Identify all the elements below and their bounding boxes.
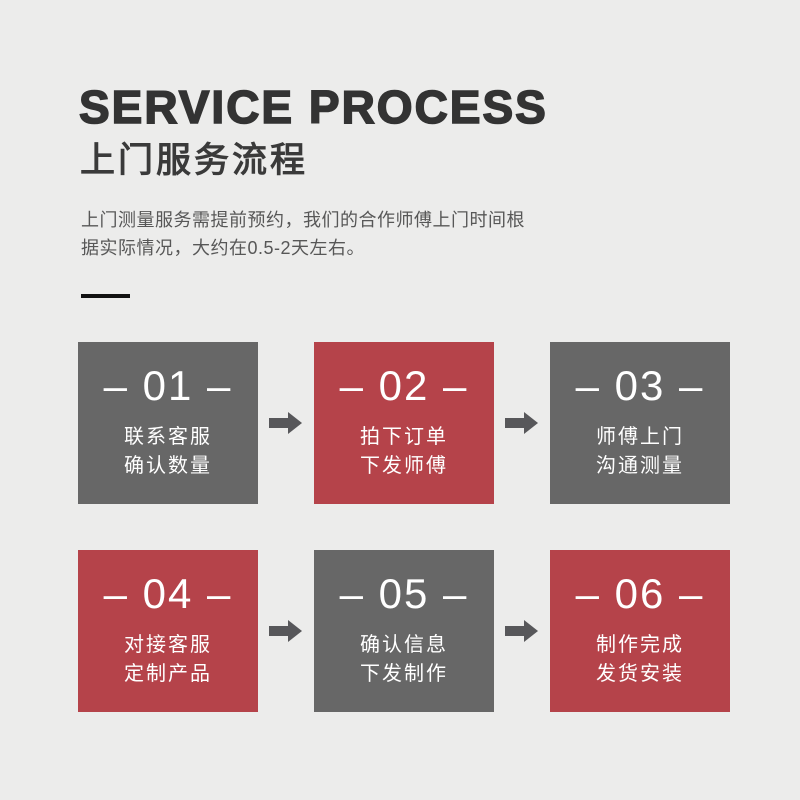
step-line: 联系客服	[124, 426, 212, 448]
step-box-06: – 06 – 制作完成 发货安装	[550, 550, 730, 712]
step-box-03: – 03 – 师傅上门 沟通测量	[550, 342, 730, 504]
arrow-right-icon	[269, 412, 302, 434]
step-line: 下发师傅	[360, 455, 448, 477]
description-text: 上门测量服务需提前预约，我们的合作师傅上门时间根 据实际情况，大约在0.5-2天…	[81, 206, 525, 262]
arrow-right-icon	[269, 620, 302, 642]
description-line: 据实际情况，大约在0.5-2天左右。	[81, 238, 366, 258]
description-line: 上门测量服务需提前预约，我们的合作师傅上门时间根	[81, 210, 525, 230]
arrow-cell	[258, 619, 314, 643]
step-box-05: – 05 – 确认信息 下发制作	[314, 550, 494, 712]
step-number: – 01 –	[103, 362, 233, 409]
step-box-01: – 01 – 联系客服 确认数量	[78, 342, 258, 504]
step-line: 沟通测量	[596, 455, 684, 477]
step-box-02: – 02 – 拍下订单 下发师傅	[314, 342, 494, 504]
step-number: – 02 –	[339, 362, 469, 409]
flow-row-bottom: – 04 – 对接客服 定制产品 – 05 – 确认信息 下发制作	[78, 550, 730, 712]
process-flow: – 01 – 联系客服 确认数量 – 02 – 拍下订单 下发师傅	[78, 342, 730, 712]
step-line: 制作完成	[596, 634, 684, 656]
step-line: 发货安装	[596, 663, 684, 685]
step-number: – 06 –	[575, 570, 705, 617]
arrow-right-icon	[505, 412, 538, 434]
step-line: 对接客服	[124, 634, 212, 656]
step-line: 下发制作	[360, 663, 448, 685]
arrow-cell	[494, 411, 550, 435]
step-number: – 04 –	[103, 570, 233, 617]
step-line: 拍下订单	[360, 426, 448, 448]
arrow-cell	[258, 411, 314, 435]
divider-line	[81, 294, 130, 298]
flow-row-top: – 01 – 联系客服 确认数量 – 02 – 拍下订单 下发师傅	[78, 342, 730, 504]
arrow-cell	[494, 619, 550, 643]
arrow-right-icon	[505, 620, 538, 642]
step-line: 师傅上门	[596, 426, 684, 448]
step-line: 确认数量	[124, 455, 212, 477]
page-title: SERVICE PROCESS	[78, 81, 548, 133]
page-subtitle: 上门服务流程	[80, 141, 309, 180]
step-box-04: – 04 – 对接客服 定制产品	[78, 550, 258, 712]
step-line: 确认信息	[360, 634, 448, 656]
step-number: – 03 –	[575, 362, 705, 409]
step-number: – 05 –	[339, 570, 469, 617]
step-line: 定制产品	[124, 663, 212, 685]
